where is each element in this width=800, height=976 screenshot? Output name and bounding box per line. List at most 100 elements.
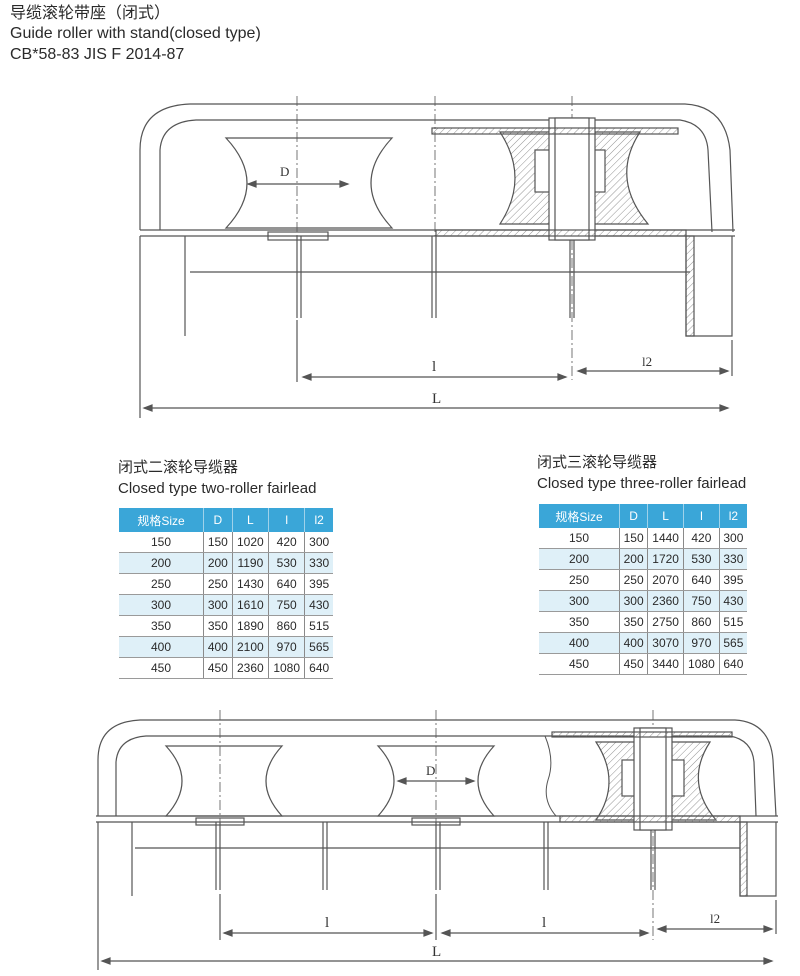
cell: 640	[304, 657, 333, 679]
cell: 2360	[647, 590, 684, 612]
cell: 640	[718, 653, 747, 675]
roller-middle	[376, 745, 496, 817]
cell: 1720	[647, 548, 684, 570]
dim-l-label-a: l	[325, 915, 329, 931]
cell: 530	[683, 548, 720, 570]
cell: 350	[119, 615, 204, 637]
cell: 3440	[647, 653, 684, 675]
cell: 515	[718, 611, 747, 633]
cell: 200	[539, 548, 620, 570]
col-L: L	[647, 504, 684, 528]
cell: 1020	[231, 532, 269, 553]
cell: 250	[618, 569, 648, 591]
dim-l-label: l	[432, 359, 436, 375]
dim-d-label: D	[280, 164, 289, 179]
table-two-title-en: Closed type two-roller fairlead	[118, 480, 317, 497]
frame-outer	[97, 719, 777, 817]
cell: 150	[119, 532, 204, 553]
cell: 150	[618, 528, 648, 549]
dim-l-label-b: l	[542, 915, 546, 931]
col-l2: l2	[304, 508, 333, 532]
title-english: Guide roller with stand(closed type)	[10, 25, 261, 42]
col-L: L	[231, 508, 269, 532]
roller-left	[164, 745, 284, 817]
cell: 330	[718, 548, 747, 570]
cell: 420	[683, 528, 720, 549]
cell: 1190	[231, 552, 269, 574]
cell: 250	[539, 569, 620, 591]
two-roller-drawing-svg: D l l2 L	[139, 96, 735, 418]
table-two-title-cn: 闭式二滚轮导缆器	[118, 459, 239, 476]
cell: 250	[203, 573, 233, 595]
col-l2: l2	[718, 504, 747, 528]
cell: 1080	[683, 653, 720, 675]
cell: 300	[304, 532, 333, 553]
three-roller-drawing-svg: D l l l2 L	[96, 710, 778, 970]
dim-l2-label: l2	[642, 354, 652, 369]
cell: 2360	[231, 657, 269, 679]
cell: 565	[304, 636, 333, 658]
cell: 300	[618, 590, 648, 612]
cell: 350	[203, 615, 233, 637]
cell: 450	[119, 657, 204, 679]
cell: 395	[718, 569, 747, 591]
cell: 150	[539, 528, 620, 549]
cell: 565	[718, 632, 747, 654]
cell: 970	[683, 632, 720, 654]
cell: 2070	[647, 569, 684, 591]
frame-outer	[139, 103, 734, 233]
cell: 300	[203, 594, 233, 616]
dim-total-l-label: L	[432, 391, 441, 407]
cell: 1890	[231, 615, 269, 637]
cell: 970	[268, 636, 305, 658]
cell: 200	[618, 548, 648, 570]
table-header-row: 规格Size D L l l2	[119, 508, 333, 532]
cell: 750	[683, 590, 720, 612]
frame-inner	[159, 119, 713, 233]
col-l: l	[683, 504, 720, 528]
col-size: 规格Size	[539, 504, 620, 528]
col-d: D	[203, 508, 233, 532]
cell: 1610	[231, 594, 269, 616]
cell: 400	[203, 636, 233, 658]
dim-l2-label: l2	[710, 911, 720, 926]
cell: 530	[268, 552, 305, 574]
cell: 300	[119, 594, 204, 616]
cell: 200	[119, 552, 204, 574]
cell: 640	[683, 569, 720, 591]
col-size: 规格Size	[119, 508, 204, 532]
table-three-title-en: Closed type three-roller fairlead	[537, 475, 747, 492]
cell: 1430	[231, 573, 269, 595]
cell: 300	[539, 590, 620, 612]
cell: 640	[268, 573, 305, 595]
cell: 3070	[647, 632, 684, 654]
cell: 350	[618, 611, 648, 633]
cell: 350	[539, 611, 620, 633]
cell: 515	[304, 615, 333, 637]
cell: 400	[119, 636, 204, 658]
dim-d-label: D	[426, 763, 435, 778]
cell: 860	[683, 611, 720, 633]
cell: 450	[618, 653, 648, 675]
cell: 450	[539, 653, 620, 675]
cell: 150	[203, 532, 233, 553]
cell: 2100	[231, 636, 269, 658]
cell: 1440	[647, 528, 684, 549]
col-d: D	[618, 504, 648, 528]
two-roller-drawing: D l l2 L	[0, 96, 800, 426]
cell: 330	[304, 552, 333, 574]
cell: 300	[718, 528, 747, 549]
cell: 400	[618, 632, 648, 654]
cell: 400	[539, 632, 620, 654]
